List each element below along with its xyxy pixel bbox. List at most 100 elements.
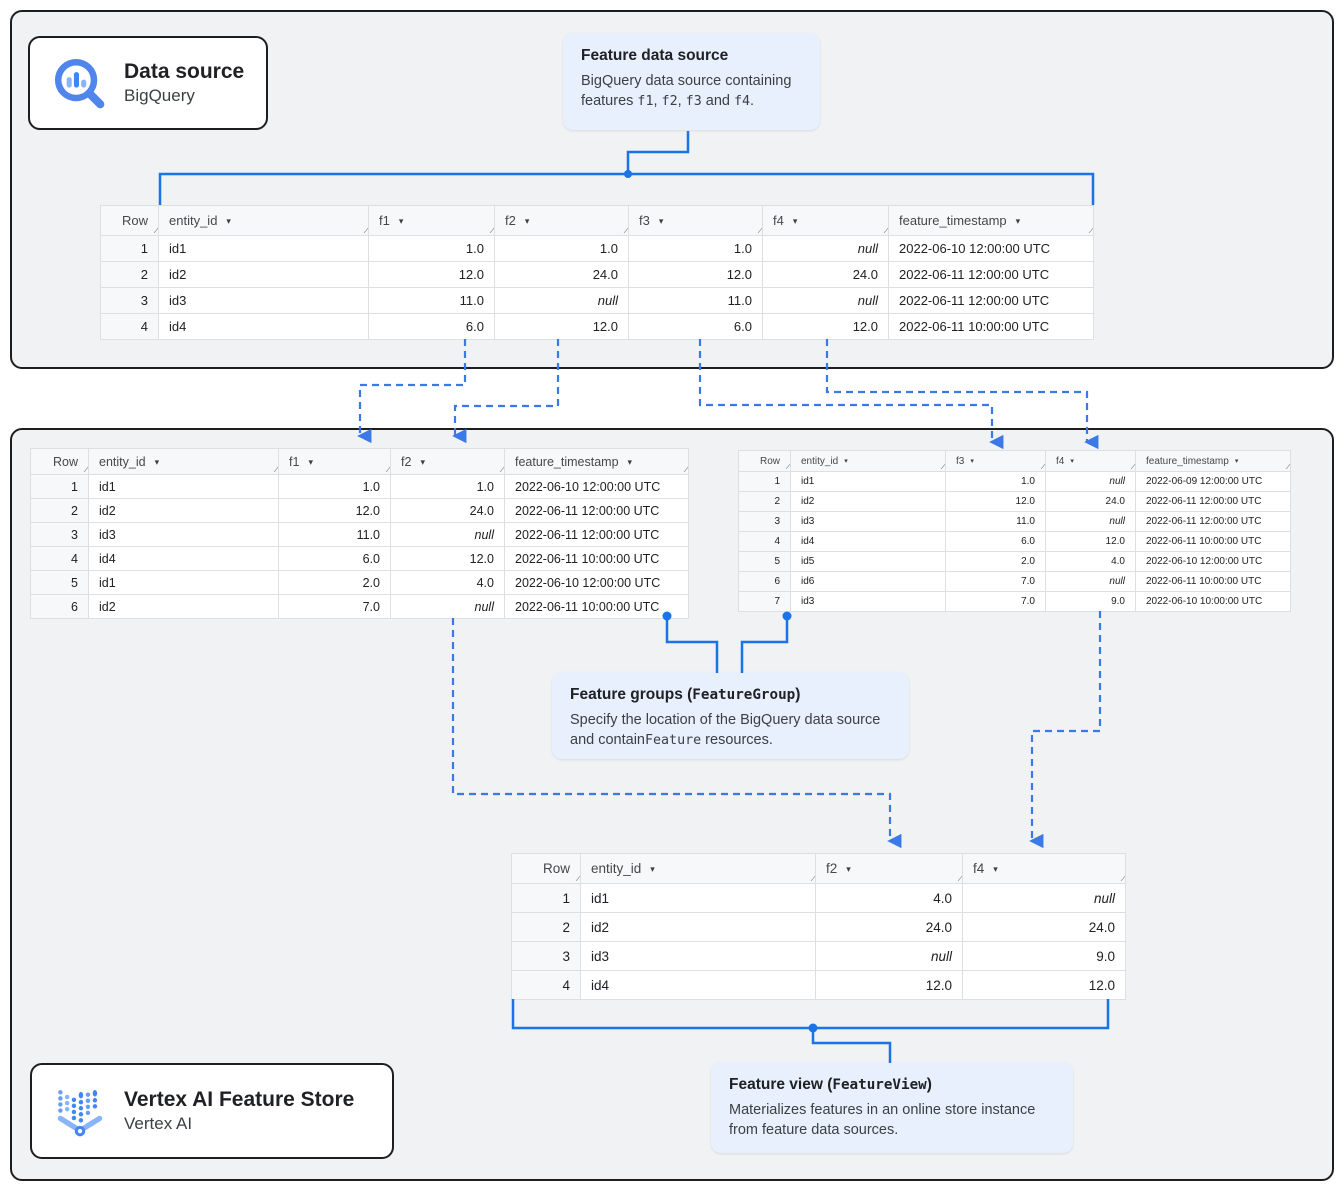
column-header-f3: f3▾∕∕ — [628, 205, 763, 236]
cell: null — [1045, 571, 1136, 592]
cell: 9.0 — [962, 941, 1126, 971]
cell: null — [762, 287, 889, 314]
cell: 2 — [30, 498, 89, 523]
feature-view-table: Row∕∕ entity_id▾∕∕ f2▾∕∕ f4▾∕∕ 1id14.0nu… — [511, 853, 1126, 1000]
bigquery-icon — [50, 54, 108, 112]
badge-title: Data source — [124, 60, 245, 84]
column-header-entity-id: entity_id▾∕∕ — [158, 205, 369, 236]
cell: 24.0 — [762, 261, 889, 288]
cell: 2022-06-10 12:00:00 UTC — [888, 235, 1094, 262]
cell: id2 — [88, 594, 279, 619]
column-dropdown-icon: ▾ — [308, 456, 313, 467]
cell: null — [815, 941, 963, 971]
cell: id2 — [158, 261, 369, 288]
column-header-entity-id: entity_id▾∕∕ — [88, 448, 279, 475]
cell: 24.0 — [494, 261, 629, 288]
cell: id4 — [158, 313, 369, 340]
cell: 2022-06-10 10:00:00 UTC — [1135, 591, 1291, 612]
cell: null — [1045, 471, 1136, 492]
column-dropdown-icon: ▾ — [1070, 457, 1074, 465]
cell: id2 — [88, 498, 279, 523]
cell: 1.0 — [390, 474, 505, 499]
column-header-entity-id: entity_id▾∕∕ — [790, 450, 946, 472]
cell: 2022-06-11 10:00:00 UTC — [1135, 571, 1291, 592]
column-header-f1: f1▾∕∕ — [368, 205, 495, 236]
cell: 6 — [738, 571, 791, 592]
cell: 4.0 — [815, 883, 963, 913]
column-header-f3: f3▾∕∕ — [945, 450, 1046, 472]
callout-title: Feature data source — [581, 47, 729, 64]
cell: id1 — [580, 883, 816, 913]
cell: 2022-06-10 12:00:00 UTC — [504, 474, 689, 499]
column-header-f2: f2▾∕∕ — [494, 205, 629, 236]
cell: id3 — [158, 287, 369, 314]
cell: 3 — [511, 941, 581, 971]
cell: 1.0 — [494, 235, 629, 262]
cell: id4 — [88, 546, 279, 571]
cell: 4 — [100, 313, 159, 340]
column-dropdown-icon: ▾ — [154, 456, 160, 467]
column-header-f2: f2▾∕∕ — [390, 448, 505, 475]
cell: 7.0 — [945, 571, 1046, 592]
column-dropdown-icon: ▾ — [844, 457, 848, 465]
cell: id6 — [790, 571, 946, 592]
column-dropdown-icon: ▾ — [226, 216, 231, 226]
column-dropdown-icon: ▾ — [1015, 216, 1021, 226]
cell: 24.0 — [815, 912, 963, 942]
cell: 12.0 — [368, 261, 495, 288]
column-header-f2: f2▾∕∕ — [815, 853, 963, 884]
column-dropdown-icon: ▾ — [846, 864, 851, 874]
feature-groups-callout: Feature groups (FeatureGroup) Specify th… — [552, 672, 909, 759]
column-header-feature-timestamp: feature_timestamp▾∕∕ — [504, 448, 689, 475]
column-dropdown-icon: ▾ — [650, 864, 655, 874]
cell: 6.0 — [368, 313, 495, 340]
feature-group-1-table: Row∕∕ entity_id▾∕∕ f1▾∕∕ f2▾∕∕ feature_t… — [30, 448, 689, 619]
cell: 2 — [738, 491, 791, 512]
cell: 24.0 — [962, 912, 1126, 942]
cell: 2022-06-11 12:00:00 UTC — [504, 522, 689, 547]
cell: id4 — [790, 531, 946, 552]
cell: id3 — [790, 511, 946, 532]
cell: null — [494, 287, 629, 314]
cell: 2022-06-10 12:00:00 UTC — [504, 570, 689, 595]
column-header-feature-timestamp: feature_timestamp▾∕∕ — [1135, 450, 1291, 472]
cell: 6 — [30, 594, 89, 619]
cell: 7.0 — [278, 594, 391, 619]
table-header-row: Row∕∕ entity_id▾∕∕ f1▾∕∕ f2▾∕∕ f3▾∕∕ f4▾… — [100, 205, 1094, 236]
cell: 2022-06-11 10:00:00 UTC — [888, 313, 1094, 340]
cell: id5 — [790, 551, 946, 572]
column-dropdown-icon: ▾ — [1234, 457, 1239, 465]
cell: 6.0 — [945, 531, 1046, 552]
cell: id2 — [790, 491, 946, 512]
cell: 12.0 — [278, 498, 391, 523]
cell: 11.0 — [368, 287, 495, 314]
cell: 2022-06-11 12:00:00 UTC — [888, 261, 1094, 288]
cell: 1.0 — [945, 471, 1046, 492]
cell: 4.0 — [1045, 551, 1136, 572]
cell: 3 — [30, 522, 89, 547]
badge-subtitle: BigQuery — [124, 85, 195, 105]
column-header-entity-id: entity_id▾∕∕ — [580, 853, 816, 884]
cell: 2022-06-10 12:00:00 UTC — [1135, 551, 1291, 572]
cell: 2022-06-11 10:00:00 UTC — [504, 594, 689, 619]
column-dropdown-icon: ▾ — [993, 864, 998, 874]
cell: 3 — [738, 511, 791, 532]
callout-title: Feature view (FeatureView) — [729, 1076, 932, 1093]
cell: id3 — [88, 522, 279, 547]
cell: 7.0 — [945, 591, 1046, 612]
cell: 11.0 — [945, 511, 1046, 532]
